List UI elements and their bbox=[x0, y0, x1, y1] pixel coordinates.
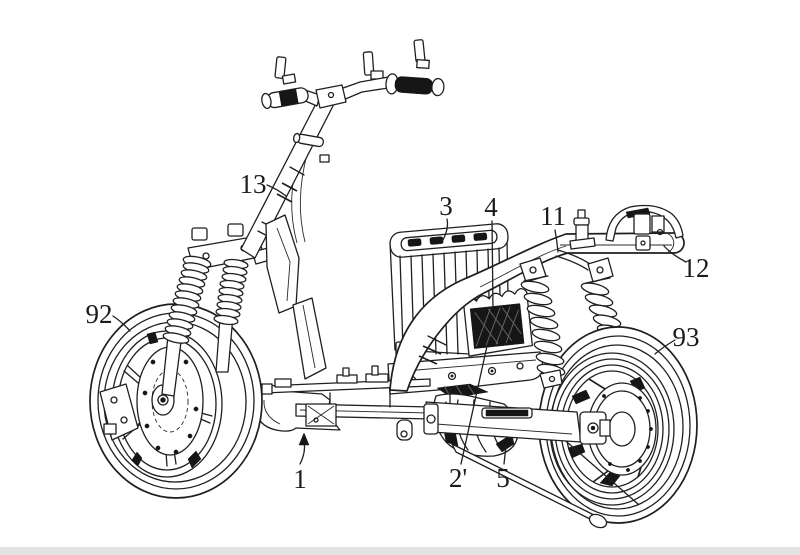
leader-line-13 bbox=[267, 185, 286, 196]
handlebar bbox=[261, 40, 445, 110]
rear-wheel bbox=[539, 327, 697, 523]
leader-line-3 bbox=[443, 219, 448, 240]
controller-unit bbox=[463, 288, 533, 356]
leader-line-12 bbox=[664, 246, 686, 262]
leader-line-2prime bbox=[461, 346, 487, 464]
front-fork bbox=[100, 224, 270, 440]
ref-label-93: 93 bbox=[673, 322, 700, 352]
ref-label-3: 3 bbox=[439, 191, 453, 221]
page-edge-artifact bbox=[0, 547, 800, 555]
ref-label-2prime: 2' bbox=[449, 463, 467, 493]
ref-label-13: 13 bbox=[240, 169, 267, 199]
rail-bolt-post bbox=[570, 210, 595, 249]
swing-arm bbox=[424, 402, 638, 530]
reference-annotations: 13 3 4 11 12 92 93 1 2' 5 bbox=[86, 169, 710, 494]
fork-gaiter-right bbox=[214, 258, 249, 326]
leader-line-4 bbox=[492, 221, 493, 308]
leader-line-92 bbox=[113, 316, 130, 331]
fork-gaiter-left bbox=[162, 254, 211, 345]
ref-label-92: 92 bbox=[86, 299, 113, 329]
right-grip bbox=[385, 73, 444, 97]
ref-label-11: 11 bbox=[540, 201, 566, 231]
steering-column bbox=[241, 94, 335, 379]
leader-arrowhead-1 bbox=[299, 433, 309, 445]
rear-fender-bracket bbox=[606, 206, 683, 250]
front-brake-caliper bbox=[100, 384, 138, 440]
left-grip bbox=[261, 86, 309, 109]
leader-line-93 bbox=[655, 340, 675, 354]
frame-tube-and-rear-rail bbox=[390, 206, 684, 391]
leader-line-5 bbox=[504, 446, 506, 464]
leader-line-11 bbox=[555, 230, 558, 252]
ref-label-12: 12 bbox=[683, 253, 710, 283]
ref-label-5: 5 bbox=[496, 463, 510, 493]
ref-label-1: 1 bbox=[293, 464, 307, 494]
ref-label-4: 4 bbox=[484, 192, 498, 222]
rear-shock-near bbox=[520, 276, 565, 388]
leader-arrow-1 bbox=[300, 442, 305, 464]
